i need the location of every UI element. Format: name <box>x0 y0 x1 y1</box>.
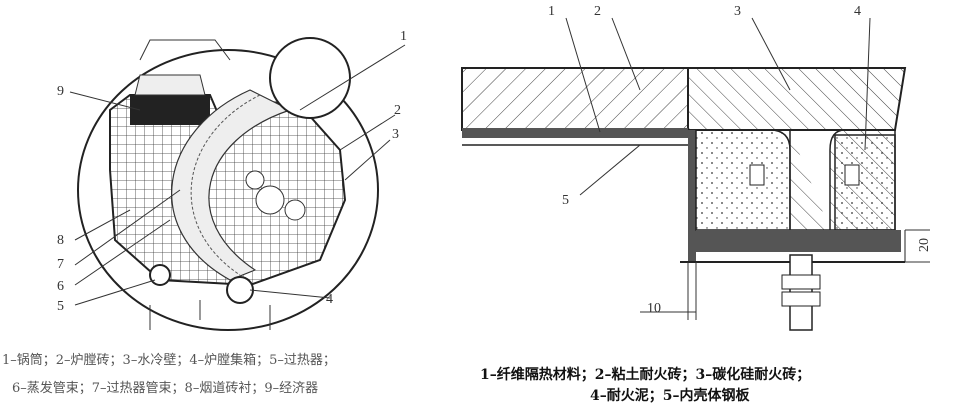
dimension-20: 20 <box>917 238 932 252</box>
label-4: 4 <box>854 4 861 19</box>
left-caption-line-2: 6–蒸发管束；7–过热器管束；8–烟道砖衬；9–经济器 <box>12 381 319 396</box>
label-3: 3 <box>734 4 741 19</box>
boiler-cross-section: 1 2 3 4 5 6 7 8 9 <box>57 29 407 331</box>
label-3: 3 <box>392 127 399 142</box>
label-6: 6 <box>57 279 64 294</box>
right-caption-line-2: 4–耐火泥；5–内壳体钢板 <box>590 388 750 404</box>
label-7: 7 <box>57 257 64 272</box>
label-2: 2 <box>394 103 401 118</box>
right-caption-line-1: 1–纤维隔热材料；2–粘土耐火砖；3–碳化硅耐火砖； <box>480 367 811 383</box>
label-5: 5 <box>57 299 64 314</box>
label-4: 4 <box>326 292 333 307</box>
lining-cross-section: 1 2 3 4 5 10 20 <box>461 4 932 331</box>
label-2: 2 <box>594 4 601 19</box>
label-1: 1 <box>400 29 407 44</box>
label-9: 9 <box>57 84 64 99</box>
label-1: 1 <box>548 4 555 19</box>
label-5: 5 <box>562 193 569 208</box>
dimension-10: 10 <box>647 301 661 316</box>
left-caption-line-1: 1–锅筒；2–炉膛砖；3–水冷壁；4–炉膛集箱；5–过热器； <box>2 353 336 368</box>
label-8: 8 <box>57 233 64 248</box>
